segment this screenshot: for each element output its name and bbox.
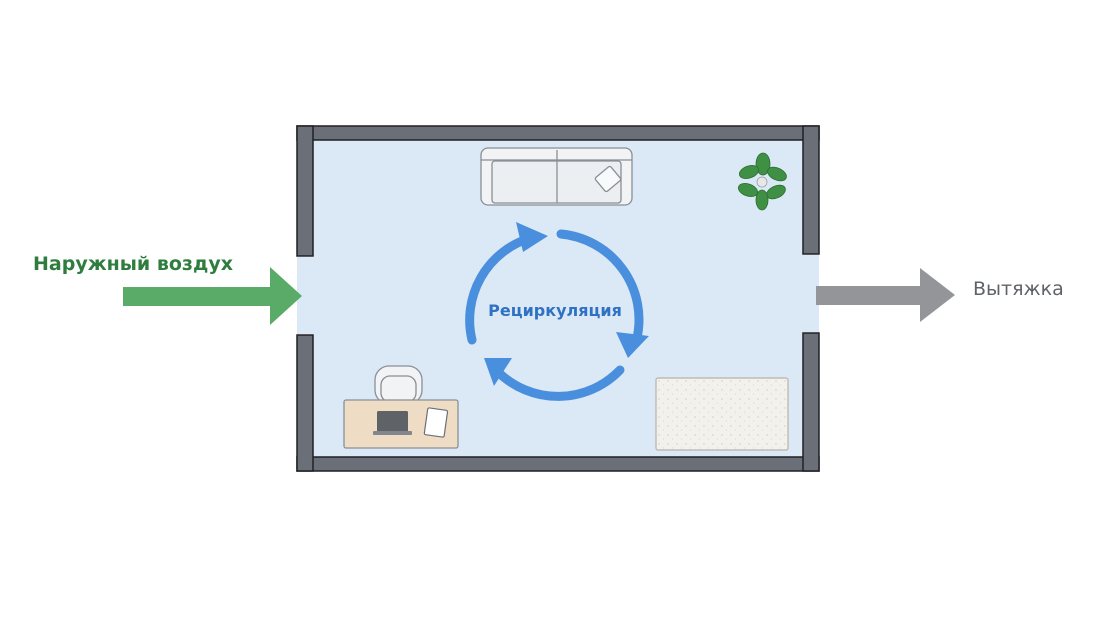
exhaust-opening: [803, 255, 819, 332]
notepad-icon: [423, 407, 449, 438]
intake-arrow-shaft: [123, 287, 273, 306]
laptop-icon: [373, 411, 412, 435]
wall-left-upper: [296, 125, 314, 257]
intake-arrow: [123, 267, 302, 325]
sofa-icon: [480, 147, 633, 206]
exhaust-arrow-head: [920, 268, 955, 322]
recirc-arrowhead-right: [616, 332, 649, 358]
room-walls: [296, 125, 820, 472]
wall-right-lower: [802, 332, 820, 472]
intake-arrow-head: [270, 267, 302, 325]
recirculation-cycle: [465, 229, 644, 401]
recirc-arrowhead-left: [484, 358, 512, 386]
recirculation-arrowheads: [484, 222, 649, 386]
plant-icon: [737, 152, 787, 211]
wall-bottom: [296, 456, 820, 472]
wall-right-upper: [802, 125, 820, 255]
chair-icon: [374, 365, 423, 405]
recirc-arc-left: [465, 233, 535, 345]
exhaust-arrow-shaft: [816, 286, 924, 305]
recirc-arrowhead-top: [516, 222, 548, 252]
recirculation-label: Рециркуляция: [488, 301, 622, 320]
wall-top: [296, 125, 820, 141]
exhaust-arrow: [816, 268, 955, 322]
intake-label: Наружный воздух: [33, 253, 233, 275]
rug-icon: [655, 377, 789, 451]
recirc-arc-bottom: [493, 365, 625, 401]
exhaust-label: Вытяжка: [973, 278, 1064, 300]
intake-opening: [297, 257, 313, 334]
wall-left-lower: [296, 334, 314, 472]
recirc-arc-right: [556, 229, 644, 343]
